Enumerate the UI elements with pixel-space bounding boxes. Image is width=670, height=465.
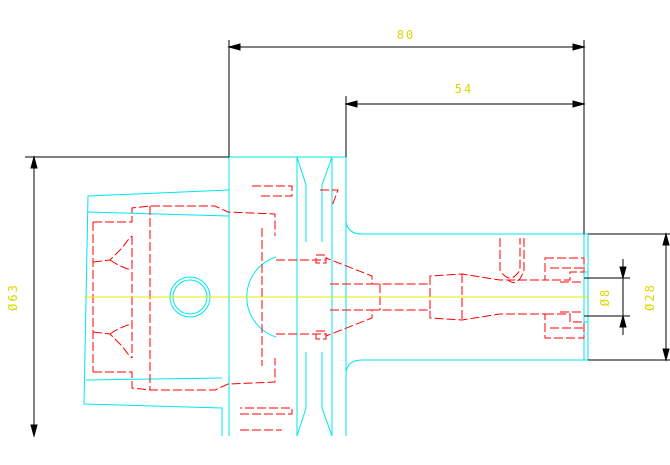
coolant-channel bbox=[499, 238, 525, 283]
groove-key-upper bbox=[320, 189, 339, 207]
dim-80-label: 80 bbox=[397, 28, 415, 42]
dim-54-arrow-right bbox=[572, 100, 586, 108]
dim-54-label: 54 bbox=[455, 82, 473, 96]
dim-28-arrow-bottom bbox=[662, 348, 670, 362]
dim-80-arrow-right bbox=[572, 43, 586, 51]
dim-8-arrow-bottom bbox=[619, 314, 627, 328]
clamp-finger-upper bbox=[92, 235, 133, 271]
dim-8-arrow-top bbox=[619, 266, 627, 280]
clamp-finger-lower bbox=[92, 323, 133, 359]
clamp-bore-lower bbox=[93, 358, 276, 391]
v-groove-left-lower bbox=[296, 352, 307, 437]
dimension-lines bbox=[25, 40, 670, 438]
v-groove-right-upper bbox=[321, 156, 333, 242]
dim-28-label: Ø28 bbox=[643, 283, 657, 311]
dim-54-arrow-left bbox=[344, 100, 358, 108]
cone-inner-line-lower bbox=[85, 377, 223, 381]
cone-outline bbox=[83, 189, 230, 436]
dim-63-label: Ø63 bbox=[6, 283, 20, 311]
dim-80-arrow-left bbox=[227, 43, 241, 51]
hidden-lines bbox=[92, 185, 585, 431]
flange-slot-upper bbox=[252, 185, 293, 197]
v-groove-right-lower bbox=[321, 352, 333, 437]
dim-28-arrow-top bbox=[662, 232, 670, 246]
dim-63-arrow-bottom bbox=[30, 424, 38, 438]
nose-bore-lower bbox=[544, 313, 585, 339]
coolant-tube-lower bbox=[276, 309, 545, 337]
cone-inner-line bbox=[87, 211, 230, 217]
v-groove-left-upper bbox=[296, 156, 307, 242]
nose-bore-upper bbox=[544, 257, 585, 281]
flange-slot-lower bbox=[240, 407, 293, 415]
dim-63-arrow-top bbox=[30, 155, 38, 169]
seal-ring-upper bbox=[315, 254, 327, 264]
dimension-texts: 80 54 Ø63 Ø28 Ø8 bbox=[6, 28, 657, 311]
seal-ring-lower bbox=[315, 330, 327, 340]
dim-8-label: Ø8 bbox=[598, 288, 612, 306]
clamp-bore-upper bbox=[93, 205, 276, 236]
